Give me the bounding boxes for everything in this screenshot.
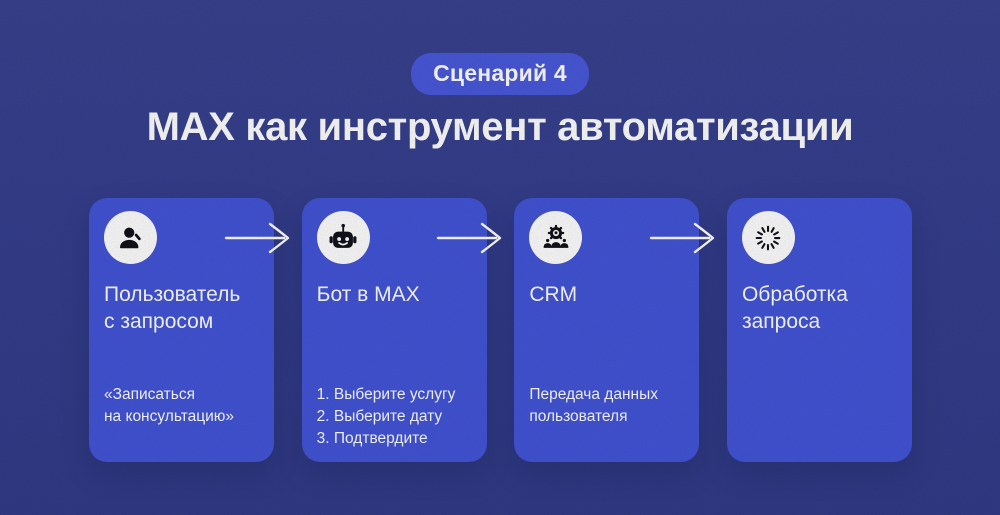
- spinner-icon: [756, 225, 781, 250]
- card-title: CRM: [529, 283, 578, 306]
- user-search-icon: [119, 227, 141, 248]
- card-title: Бот в MAX: [316, 283, 420, 306]
- card-icon-circle: [104, 211, 157, 264]
- arrow-right-icon: [436, 222, 502, 254]
- scenario-badge: Сценарий 4: [411, 53, 589, 95]
- card-title: Пользователь с запросом: [104, 283, 241, 333]
- arrow-right-icon: [649, 222, 715, 254]
- page-title: MAX как инструмент автоматизации: [146, 105, 854, 149]
- flow-card-processing: Обработка запроса: [726, 198, 912, 462]
- card-body-text: 1. Выберите услугу 2. Выберите дату 3. П…: [316, 386, 456, 447]
- card-title: Обработка запроса: [741, 283, 848, 333]
- card-icon-circle: [529, 211, 583, 264]
- card-body-text: «Записаться на консультацию»: [104, 386, 235, 425]
- card-body-text: Передача данных пользователя: [529, 386, 658, 425]
- gear-people-icon: [543, 224, 569, 248]
- arrow-right-icon: [224, 222, 290, 254]
- bot-icon: [329, 223, 357, 248]
- card-icon-circle: [316, 211, 370, 264]
- slide-header: Сценарий 4 MAX как инструмент автоматиза…: [0, 0, 1000, 150]
- card-icon-circle: [741, 211, 795, 264]
